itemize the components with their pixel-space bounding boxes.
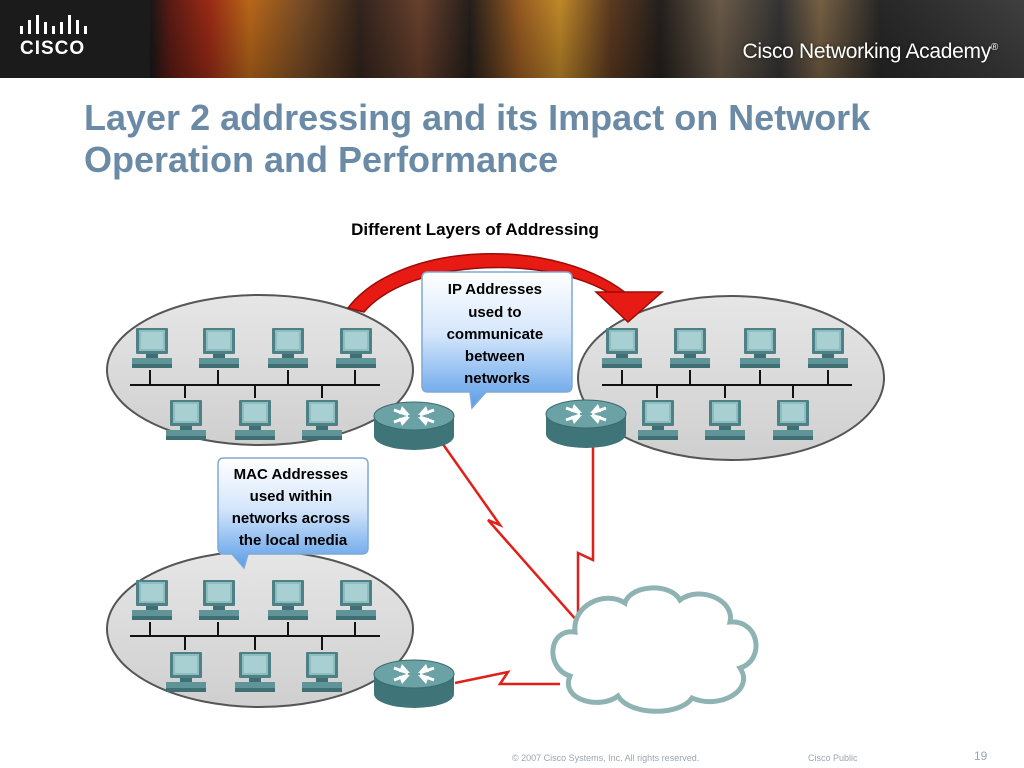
- pc-icon: [808, 328, 848, 368]
- pc-icon: [705, 400, 745, 440]
- pc-icon: [235, 400, 275, 440]
- pc-icon: [336, 328, 376, 368]
- slide-title-line-2: Operation and Performance: [84, 139, 559, 180]
- pc-icon: [268, 580, 308, 620]
- lan-bus-bottom-left: [130, 622, 380, 650]
- pc-icon: [235, 652, 275, 692]
- pc-icon: [302, 400, 342, 440]
- pc-icon: [132, 328, 172, 368]
- wan-link-bottom: [454, 670, 560, 686]
- cisco-logo-text: CISCO: [20, 38, 86, 59]
- slide-title: Layer 2 addressing and its Impact on Net…: [84, 97, 984, 181]
- pc-icon: [268, 328, 308, 368]
- pc-icon: [602, 328, 642, 368]
- ip-callout-line-1: IP Addresses: [448, 281, 542, 298]
- trademark-symbol: ®: [990, 42, 998, 53]
- wan-link-left: [438, 439, 579, 623]
- mac-callout-line-3: networks across: [232, 510, 350, 527]
- ip-callout-line-2: used to: [468, 304, 521, 321]
- mac-address-callout: MAC Addresses used within networks acros…: [217, 457, 369, 570]
- pc-icon: [166, 652, 206, 692]
- pc-icon: [166, 400, 206, 440]
- wan-link-right: [576, 440, 595, 625]
- svg-text:MAC Addresses used withi: MAC Addresses used within networks acros…: [232, 466, 355, 549]
- pc-icon: [199, 328, 239, 368]
- mac-callout-line-2: used within: [250, 488, 333, 505]
- addressing-diagram: Different Layers of Addressing: [106, 220, 885, 714]
- academy-label-text: Cisco Networking Academy: [742, 40, 992, 63]
- lan-bus-top-left: [130, 370, 380, 398]
- pc-icon: [773, 400, 813, 440]
- ip-callout-line-3: communicate: [447, 326, 544, 343]
- router-icon: [372, 400, 456, 452]
- pc-icon: [670, 328, 710, 368]
- pc-icon: [199, 580, 239, 620]
- slide-title-line-1: Layer 2 addressing and its Impact on Net…: [84, 97, 871, 138]
- footer-classification: Cisco Public: [808, 753, 858, 763]
- banner-photo-strip: [150, 0, 1024, 78]
- svg-text:IP Addresses used to: IP Addresses used to communicate between…: [447, 281, 548, 387]
- lan-bus-top-right: [602, 370, 852, 398]
- cisco-bars-icon: [20, 15, 87, 34]
- mac-callout-line-1: MAC Addresses: [234, 466, 348, 483]
- page-number: 19: [974, 749, 988, 763]
- wan-links: [438, 439, 595, 686]
- ip-address-callout: IP Addresses used to communicate between…: [421, 271, 573, 410]
- mac-callout-line-4: the local media: [239, 532, 348, 549]
- footer-copyright: © 2007 Cisco Systems, Inc. All rights re…: [512, 753, 700, 763]
- ip-callout-line-4: between: [465, 348, 525, 365]
- pc-icon: [132, 580, 172, 620]
- ip-callout-line-5: networks: [464, 370, 530, 387]
- cloud-icon: [550, 585, 759, 714]
- cisco-logo: CISCO: [18, 14, 98, 64]
- router-icon: [544, 398, 628, 450]
- router-icon: [372, 658, 456, 710]
- diagram-heading: Different Layers of Addressing: [351, 220, 599, 239]
- academy-label: Cisco Networking Academy®: [742, 40, 999, 64]
- pc-icon: [302, 652, 342, 692]
- header-banner: CISCO Cisco Networking Academy®: [0, 0, 1024, 78]
- pc-icon: [638, 400, 678, 440]
- pc-icon: [336, 580, 376, 620]
- pc-icon: [740, 328, 780, 368]
